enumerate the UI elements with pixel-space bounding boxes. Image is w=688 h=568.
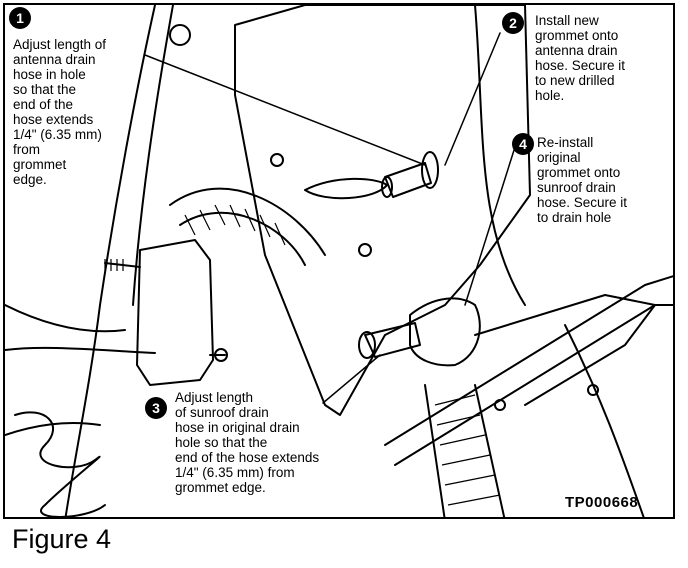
- body-contour-2: [564, 324, 645, 517]
- rib-channel-outer: [169, 187, 326, 256]
- new-grommet: [421, 151, 439, 189]
- pillar-contour-4: [5, 422, 101, 436]
- bracket-slot: [304, 177, 388, 200]
- antenna-drain-hose: [384, 162, 432, 198]
- callout-1-text: Adjust length of antenna drain hose in h…: [13, 37, 107, 187]
- upper-hole: [169, 24, 191, 46]
- sunroof-hose-end: [358, 331, 376, 359]
- callout-2-badge: 2: [502, 12, 524, 34]
- callout-3-badge: 3: [145, 397, 167, 419]
- bracket-hole-1: [270, 153, 284, 167]
- leader-line-4: [464, 146, 516, 306]
- callout-4-text: Re-install original grommet onto sunroof…: [537, 135, 628, 225]
- column-hatching: [434, 394, 501, 506]
- rail-bolt-1: [494, 399, 506, 411]
- bolt-threads: [104, 259, 124, 271]
- rib-hatching: [184, 204, 286, 246]
- pillar-contour-3: [5, 304, 126, 333]
- antenna-hose-end: [381, 176, 393, 198]
- rail-flange: [474, 294, 656, 406]
- rail-edge-1: [384, 275, 673, 446]
- body-contour-1: [474, 5, 526, 306]
- callout-2-text: Install new grommet onto antenna drain h…: [535, 13, 626, 103]
- bolt-head: [214, 348, 228, 362]
- mounting-bracket: [234, 5, 531, 416]
- clamp-block: [136, 239, 214, 386]
- callout-1-badge: 1: [9, 7, 31, 29]
- rail-edge-2: [394, 304, 673, 466]
- hose-loop: [5, 346, 156, 354]
- column-edge-2: [474, 384, 506, 517]
- column-edge-1: [424, 384, 446, 517]
- leader-line-1: [144, 54, 426, 166]
- pillar-contour-1: [64, 5, 156, 517]
- figure-frame: 1 Adjust length of antenna drain hose in…: [3, 3, 675, 519]
- callout-3-text: Adjust length of sunroof drain hose in o…: [175, 390, 320, 495]
- spring-coil: [14, 411, 106, 517]
- mechanical-illustration: [5, 5, 673, 517]
- part-code: TP000668: [565, 494, 639, 511]
- rib-channel-inner: [179, 211, 306, 266]
- leader-line-2: [444, 32, 501, 166]
- bracket-hole-2: [358, 243, 372, 257]
- leader-line-3: [322, 354, 381, 404]
- sunroof-drain-hose: [364, 322, 421, 358]
- figure-caption: Figure 4: [12, 524, 112, 554]
- callout-4-badge: 4: [512, 133, 534, 155]
- original-grommet: [409, 297, 481, 367]
